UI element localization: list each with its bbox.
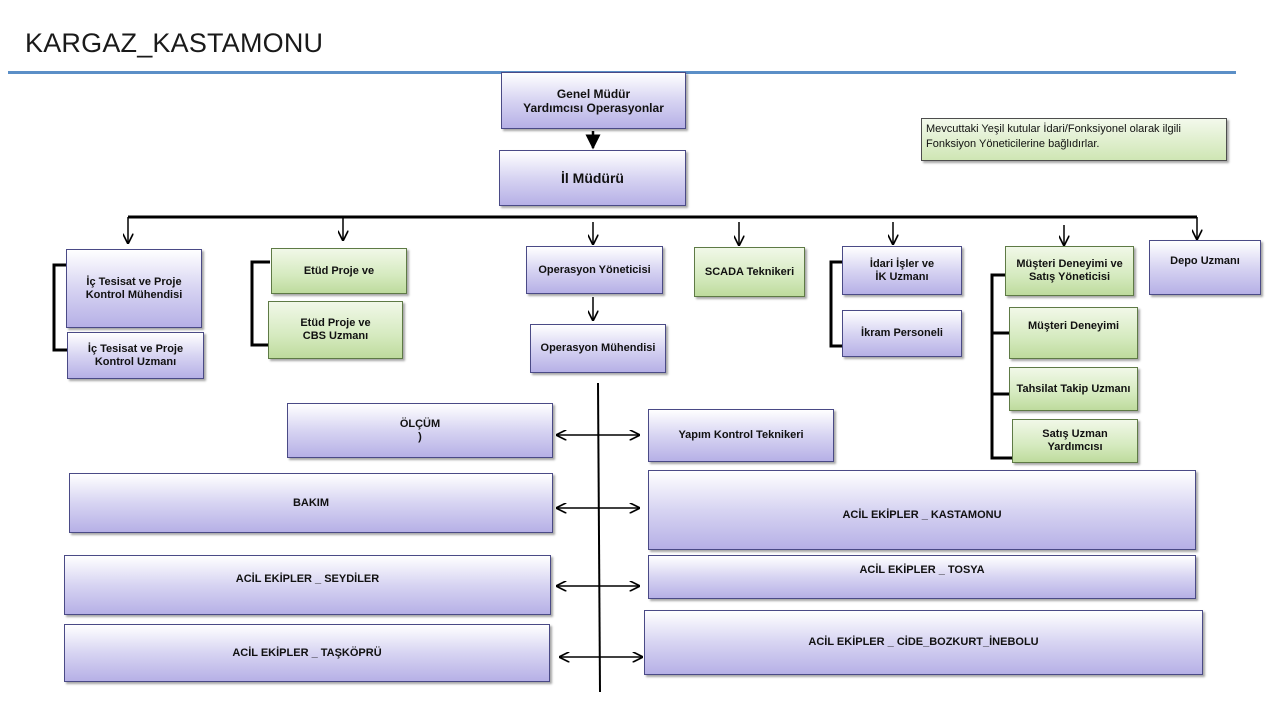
depo-box: Depo Uzmanı (1149, 240, 1261, 295)
acil-tosya-box: ACİL EKİPLER _ TOSYA (648, 555, 1196, 599)
yapim-kontrol-box: Yapım Kontrol Teknikeri (648, 409, 834, 462)
page-title: KARGAZ_KASTAMONU (25, 28, 324, 58)
tahsilat-box: Tahsilat Takip Uzmanı (1009, 367, 1138, 411)
legend-note: Mevcuttaki Yeşil kutular İdari/Fonksiyon… (921, 118, 1227, 161)
ic-tesisat-uzman-box: İç Tesisat ve Proje Kontrol Uzmanı (67, 332, 204, 379)
etud-cbs-box: Etüd Proje ve CBS Uzmanı (268, 301, 403, 359)
satis-yardimcisi-box: Satış Uzman Yardımcısı (1012, 419, 1138, 463)
acil-seydiler-box: ACİL EKİPLER _ SEYDİLER (64, 555, 551, 615)
scada-box: SCADA Teknikeri (694, 247, 805, 297)
musteri-satis-box: Müşteri Deneyimi ve Satış Yöneticisi (1005, 246, 1134, 296)
olcum-box: ÖLÇÜM ) (287, 403, 553, 458)
musteri-deneyimi-box: Müşteri Deneyimi (1009, 307, 1138, 359)
ic-tesisat-muhendis-box: İç Tesisat ve Proje Kontrol Mühendisi (66, 249, 202, 328)
il-muduru-box: İl Müdürü (499, 150, 686, 206)
bakim-box: BAKIM (69, 473, 553, 533)
gmy-box: Genel Müdür Yardımcısı Operasyonlar (501, 72, 686, 129)
idari-isler-box: İdari İşler ve İK Uzmanı (842, 246, 962, 295)
acil-cide-box: ACİL EKİPLER _ CİDE_BOZKURT_İNEBOLU (644, 610, 1203, 675)
acil-taskopru-box: ACİL EKİPLER _ TAŞKÖPRÜ (64, 624, 550, 682)
operasyon-muhendisi-box: Operasyon Mühendisi (530, 324, 666, 373)
etud-proje-box: Etüd Proje ve (271, 248, 407, 294)
ikram-box: İkram Personeli (842, 310, 962, 357)
acil-kastamonu-box: ACİL EKİPLER _ KASTAMONU (648, 470, 1196, 550)
operasyon-yoneticisi-box: Operasyon Yöneticisi (526, 246, 663, 294)
